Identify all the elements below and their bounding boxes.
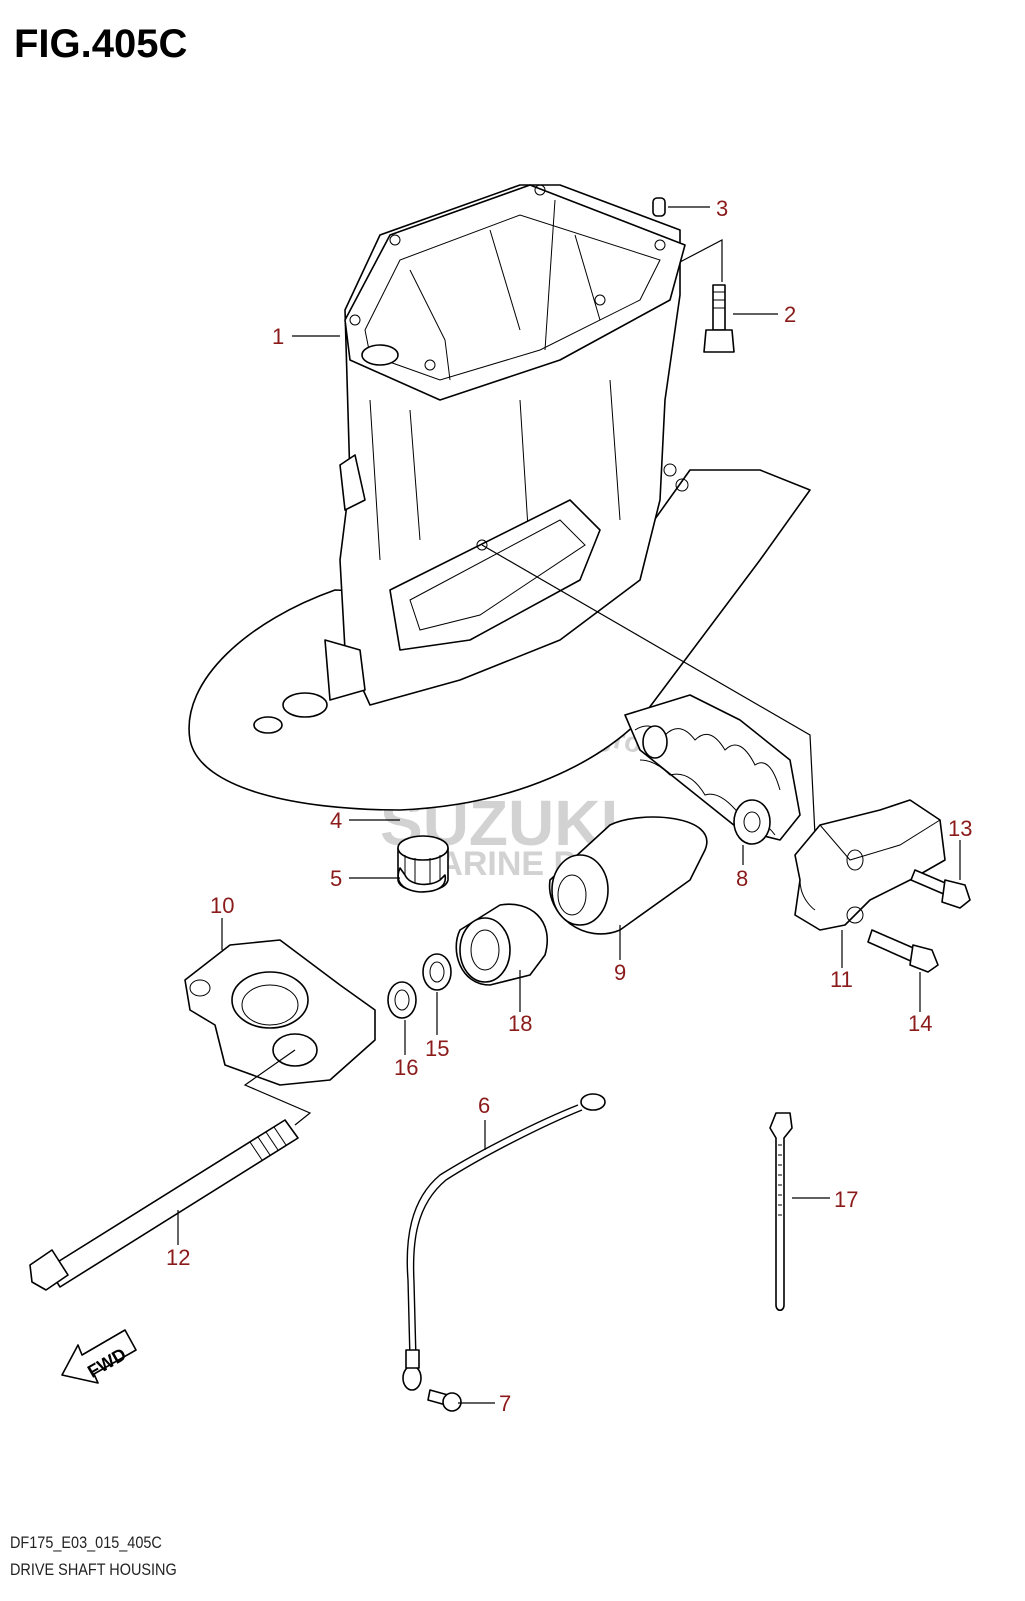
callout-7: 7 <box>499 1391 511 1416</box>
callout-16: 16 <box>394 1055 418 1080</box>
clip <box>397 867 447 893</box>
lower-mount-plate <box>624 694 801 845</box>
callout-13: 13 <box>948 816 972 841</box>
callout-leaders <box>177 206 961 1404</box>
mount-cover <box>794 799 946 931</box>
callout-4: 4 <box>330 808 342 833</box>
callout-6: 6 <box>478 1093 490 1118</box>
callout-15: 15 <box>425 1036 449 1061</box>
figure-name: DRIVE SHAFT HOUSING <box>10 1560 177 1579</box>
callout-5: 5 <box>330 866 342 891</box>
screw <box>427 1389 462 1412</box>
mount-cushion <box>548 816 708 935</box>
callout-17: 17 <box>834 1187 858 1212</box>
washer-16 <box>387 981 417 1019</box>
drive-shaft-housing <box>188 184 811 811</box>
housing-bolt <box>703 284 735 353</box>
figure-title: FIG.405C <box>14 22 188 66</box>
leader-clamp-bolt <box>243 1049 312 1126</box>
callout-8: 8 <box>736 866 748 891</box>
callout-2: 2 <box>784 302 796 327</box>
washer-15 <box>422 953 452 991</box>
callout-12: 12 <box>166 1245 190 1270</box>
dowel-pin <box>652 197 666 217</box>
bushing <box>455 903 548 986</box>
figure-code: DF175_E03_015_405C <box>10 1533 162 1552</box>
callout-18: 18 <box>508 1011 532 1036</box>
ground-wire <box>402 1093 606 1391</box>
leader-bolt-bracket <box>679 239 723 282</box>
fwd-arrow: FWD <box>61 1329 137 1384</box>
callout-1: 1 <box>272 324 284 349</box>
cable-tie <box>769 1112 793 1312</box>
cover-bolt-14 <box>867 929 939 973</box>
callout-14: 14 <box>908 1011 932 1036</box>
clamp-bracket <box>184 939 376 1086</box>
leader-housing-mount <box>481 544 816 836</box>
callout-3: 3 <box>716 196 728 221</box>
callout-10: 10 <box>210 893 234 918</box>
cover-bolt-13 <box>910 869 971 909</box>
callout-11: 11 <box>830 967 853 992</box>
long-bolt <box>29 1119 299 1291</box>
callout-numbers: 1 2 3 4 5 6 7 8 9 10 11 12 13 14 15 16 1… <box>166 196 972 1416</box>
callout-9: 9 <box>614 960 626 985</box>
